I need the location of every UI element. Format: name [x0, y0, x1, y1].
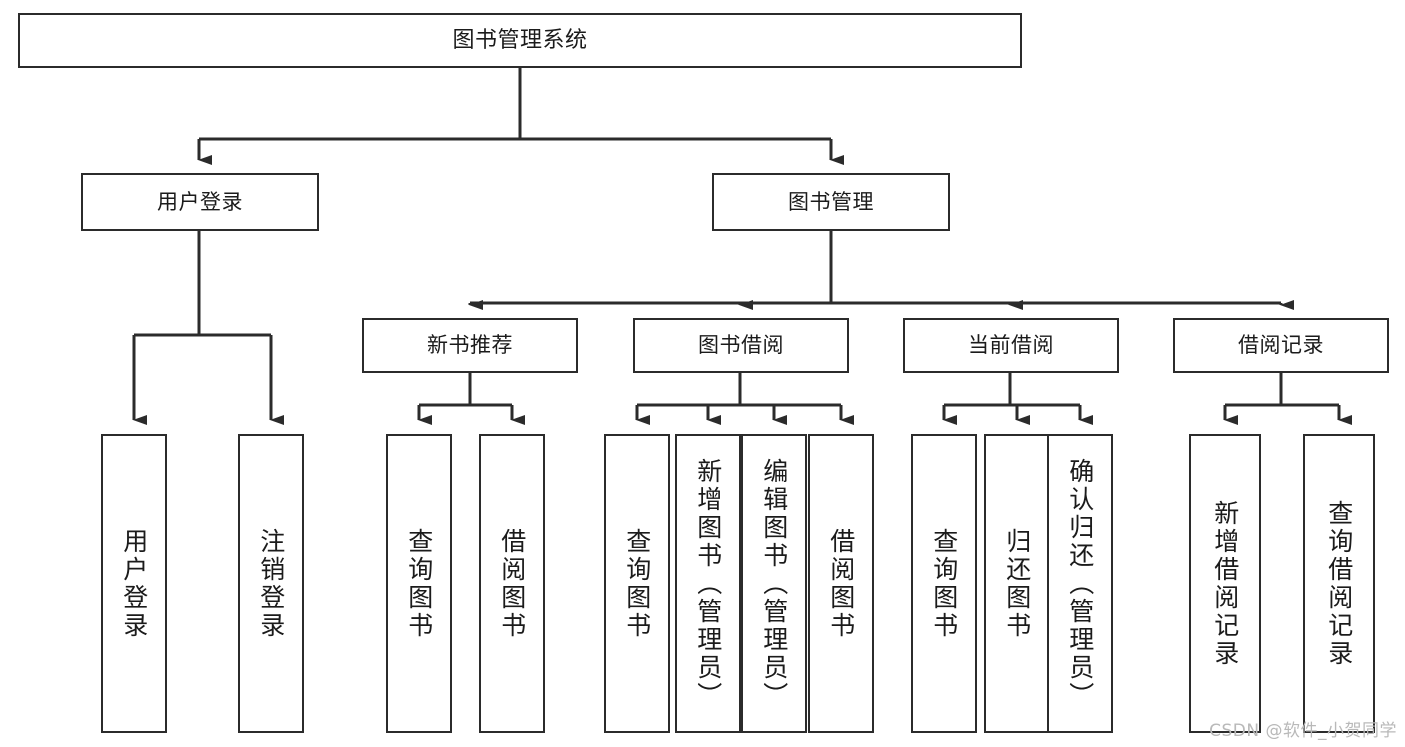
leaf-logout[interactable]: 注销登录: [238, 434, 304, 733]
leaf-edit-book-admin[interactable]: 编辑图书（管理员）: [741, 434, 807, 733]
leaf-query-book-recommend[interactable]: 查询图书: [386, 434, 452, 733]
leaf-label: 用户登录: [119, 527, 149, 640]
leaf-query-book-current[interactable]: 查询图书: [911, 434, 977, 733]
leaf-label: 确认归还（管理员）: [1065, 457, 1095, 710]
leaf-confirm-return-admin[interactable]: 确认归还（管理员）: [1047, 434, 1113, 733]
leaf-label: 新增图书（管理员）: [693, 457, 723, 710]
leaf-label: 新增借阅记录: [1210, 499, 1240, 668]
watermark-text: CSDN @软件_小贺同学: [1209, 721, 1397, 741]
leaf-borrow-book[interactable]: 借阅图书: [808, 434, 874, 733]
node-root-label: 图书管理系统: [452, 27, 588, 53]
leaf-label: 注销登录: [256, 527, 286, 640]
node-book-management-label: 图书管理: [788, 189, 874, 214]
node-new-book-recommend-label: 新书推荐: [427, 333, 513, 358]
node-current-borrow-label: 当前借阅: [968, 333, 1054, 358]
leaf-label: 查询借阅记录: [1324, 499, 1354, 668]
leaf-label: 查询图书: [404, 527, 434, 640]
node-user-login-label: 用户登录: [157, 189, 243, 214]
node-user-login[interactable]: 用户登录: [81, 173, 319, 231]
node-root[interactable]: 图书管理系统: [18, 13, 1022, 68]
node-current-borrow[interactable]: 当前借阅: [903, 318, 1119, 373]
node-book-borrow[interactable]: 图书借阅: [633, 318, 849, 373]
node-borrow-records[interactable]: 借阅记录: [1173, 318, 1389, 373]
leaf-return-book[interactable]: 归还图书: [984, 434, 1050, 733]
leaf-label: 归还图书: [1002, 527, 1032, 640]
leaf-label: 查询图书: [929, 527, 959, 640]
leaf-add-borrow-record[interactable]: 新增借阅记录: [1189, 434, 1261, 733]
leaf-query-book-borrow[interactable]: 查询图书: [604, 434, 670, 733]
node-book-borrow-label: 图书借阅: [698, 333, 784, 358]
leaf-query-borrow-record[interactable]: 查询借阅记录: [1303, 434, 1375, 733]
leaf-borrow-book-recommend[interactable]: 借阅图书: [479, 434, 545, 733]
node-new-book-recommend[interactable]: 新书推荐: [362, 318, 578, 373]
leaf-user-login[interactable]: 用户登录: [101, 434, 167, 733]
leaf-label: 编辑图书（管理员）: [759, 457, 789, 710]
leaf-label: 查询图书: [622, 527, 652, 640]
leaf-label: 借阅图书: [497, 527, 527, 640]
node-book-management[interactable]: 图书管理: [712, 173, 950, 231]
leaf-add-book-admin[interactable]: 新增图书（管理员）: [675, 434, 741, 733]
leaf-label: 借阅图书: [826, 527, 856, 640]
node-borrow-records-label: 借阅记录: [1238, 333, 1324, 358]
